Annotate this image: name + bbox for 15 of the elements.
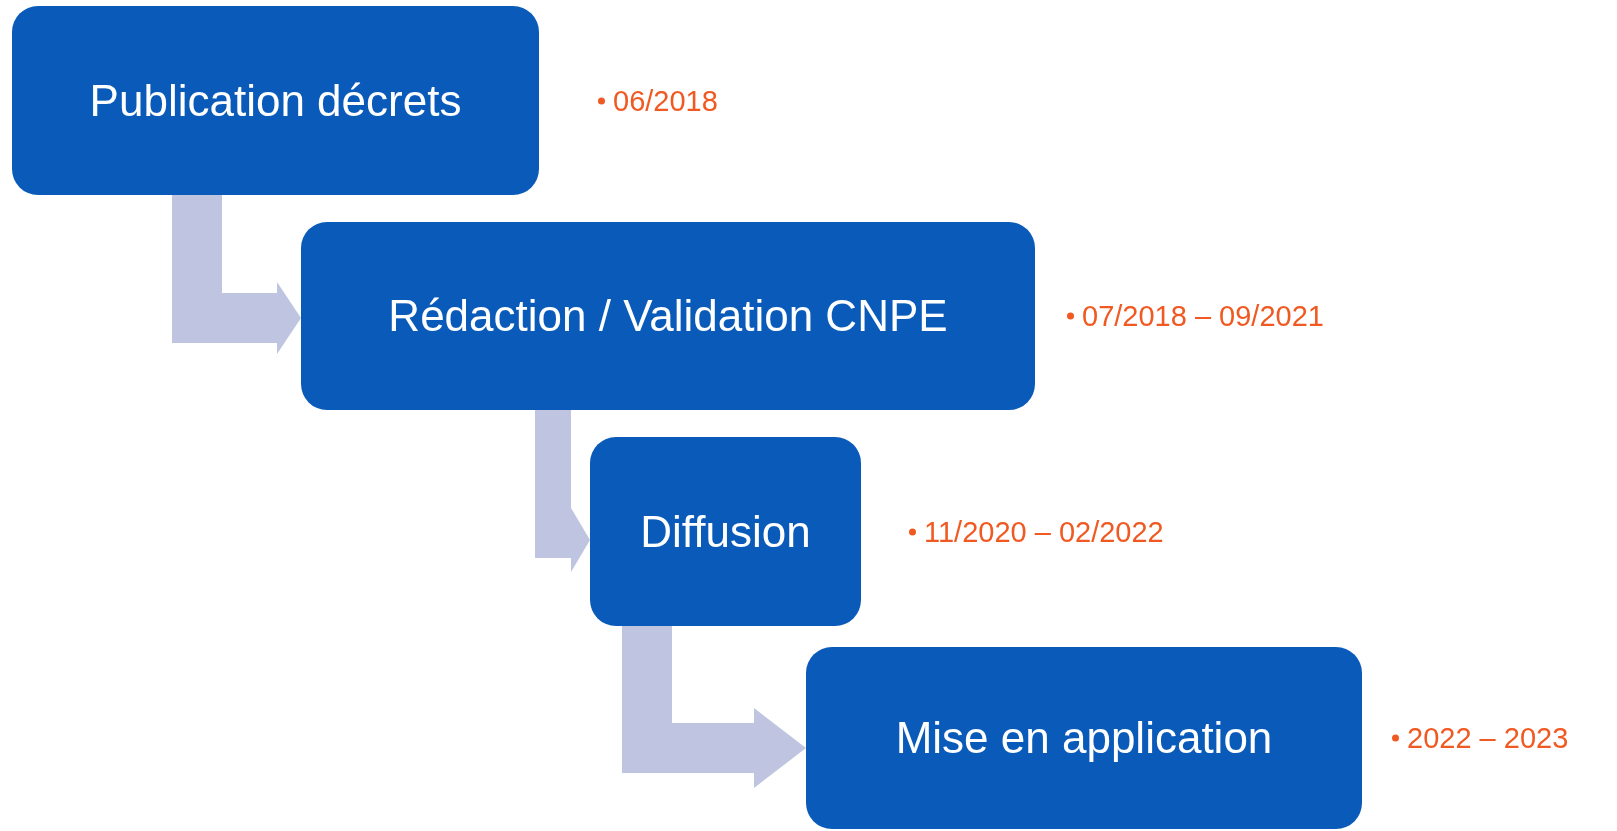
bent-arrow: [172, 195, 301, 354]
process-box: [806, 647, 1362, 829]
process-box: [12, 6, 539, 195]
step-label: Diffusion: [640, 506, 811, 557]
process-box: [590, 437, 861, 626]
date-label: 2022 – 2023: [1392, 721, 1569, 755]
date-label: 06/2018: [598, 84, 718, 117]
step-label: Publication décrets: [89, 75, 462, 126]
date-label: 07/2018 – 09/2021: [1067, 299, 1324, 333]
date-label: 11/2020 – 02/2022: [909, 515, 1164, 548]
bent-arrow: [535, 410, 590, 572]
process-box: [301, 222, 1035, 410]
step-label: Rédaction / Validation CNPE: [388, 291, 948, 341]
bent-arrow: [622, 626, 806, 788]
step-label: Mise en application: [895, 713, 1273, 763]
